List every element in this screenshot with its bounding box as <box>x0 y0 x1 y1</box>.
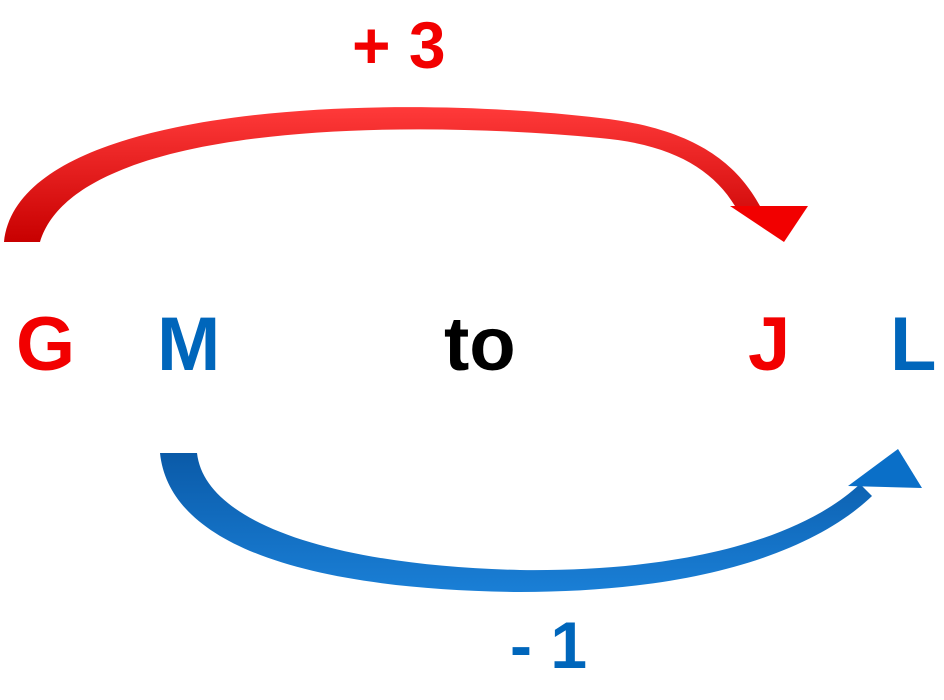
top-curved-arrow <box>4 107 808 242</box>
bottom-curved-arrow <box>160 449 922 592</box>
letter-m: M <box>157 302 221 387</box>
word-to: to <box>444 302 516 387</box>
letter-l: L <box>890 302 937 387</box>
top-arrow-head <box>730 206 808 242</box>
bottom-arrow-head <box>848 449 922 488</box>
letter-g: G <box>16 302 76 387</box>
letter-j: J <box>748 302 791 387</box>
top-arrow-shaft <box>4 107 760 242</box>
bottom-arrow-label: - 1 <box>510 608 588 682</box>
top-arrow-label: + 3 <box>352 8 446 82</box>
bottom-arrow-shaft <box>160 453 872 592</box>
